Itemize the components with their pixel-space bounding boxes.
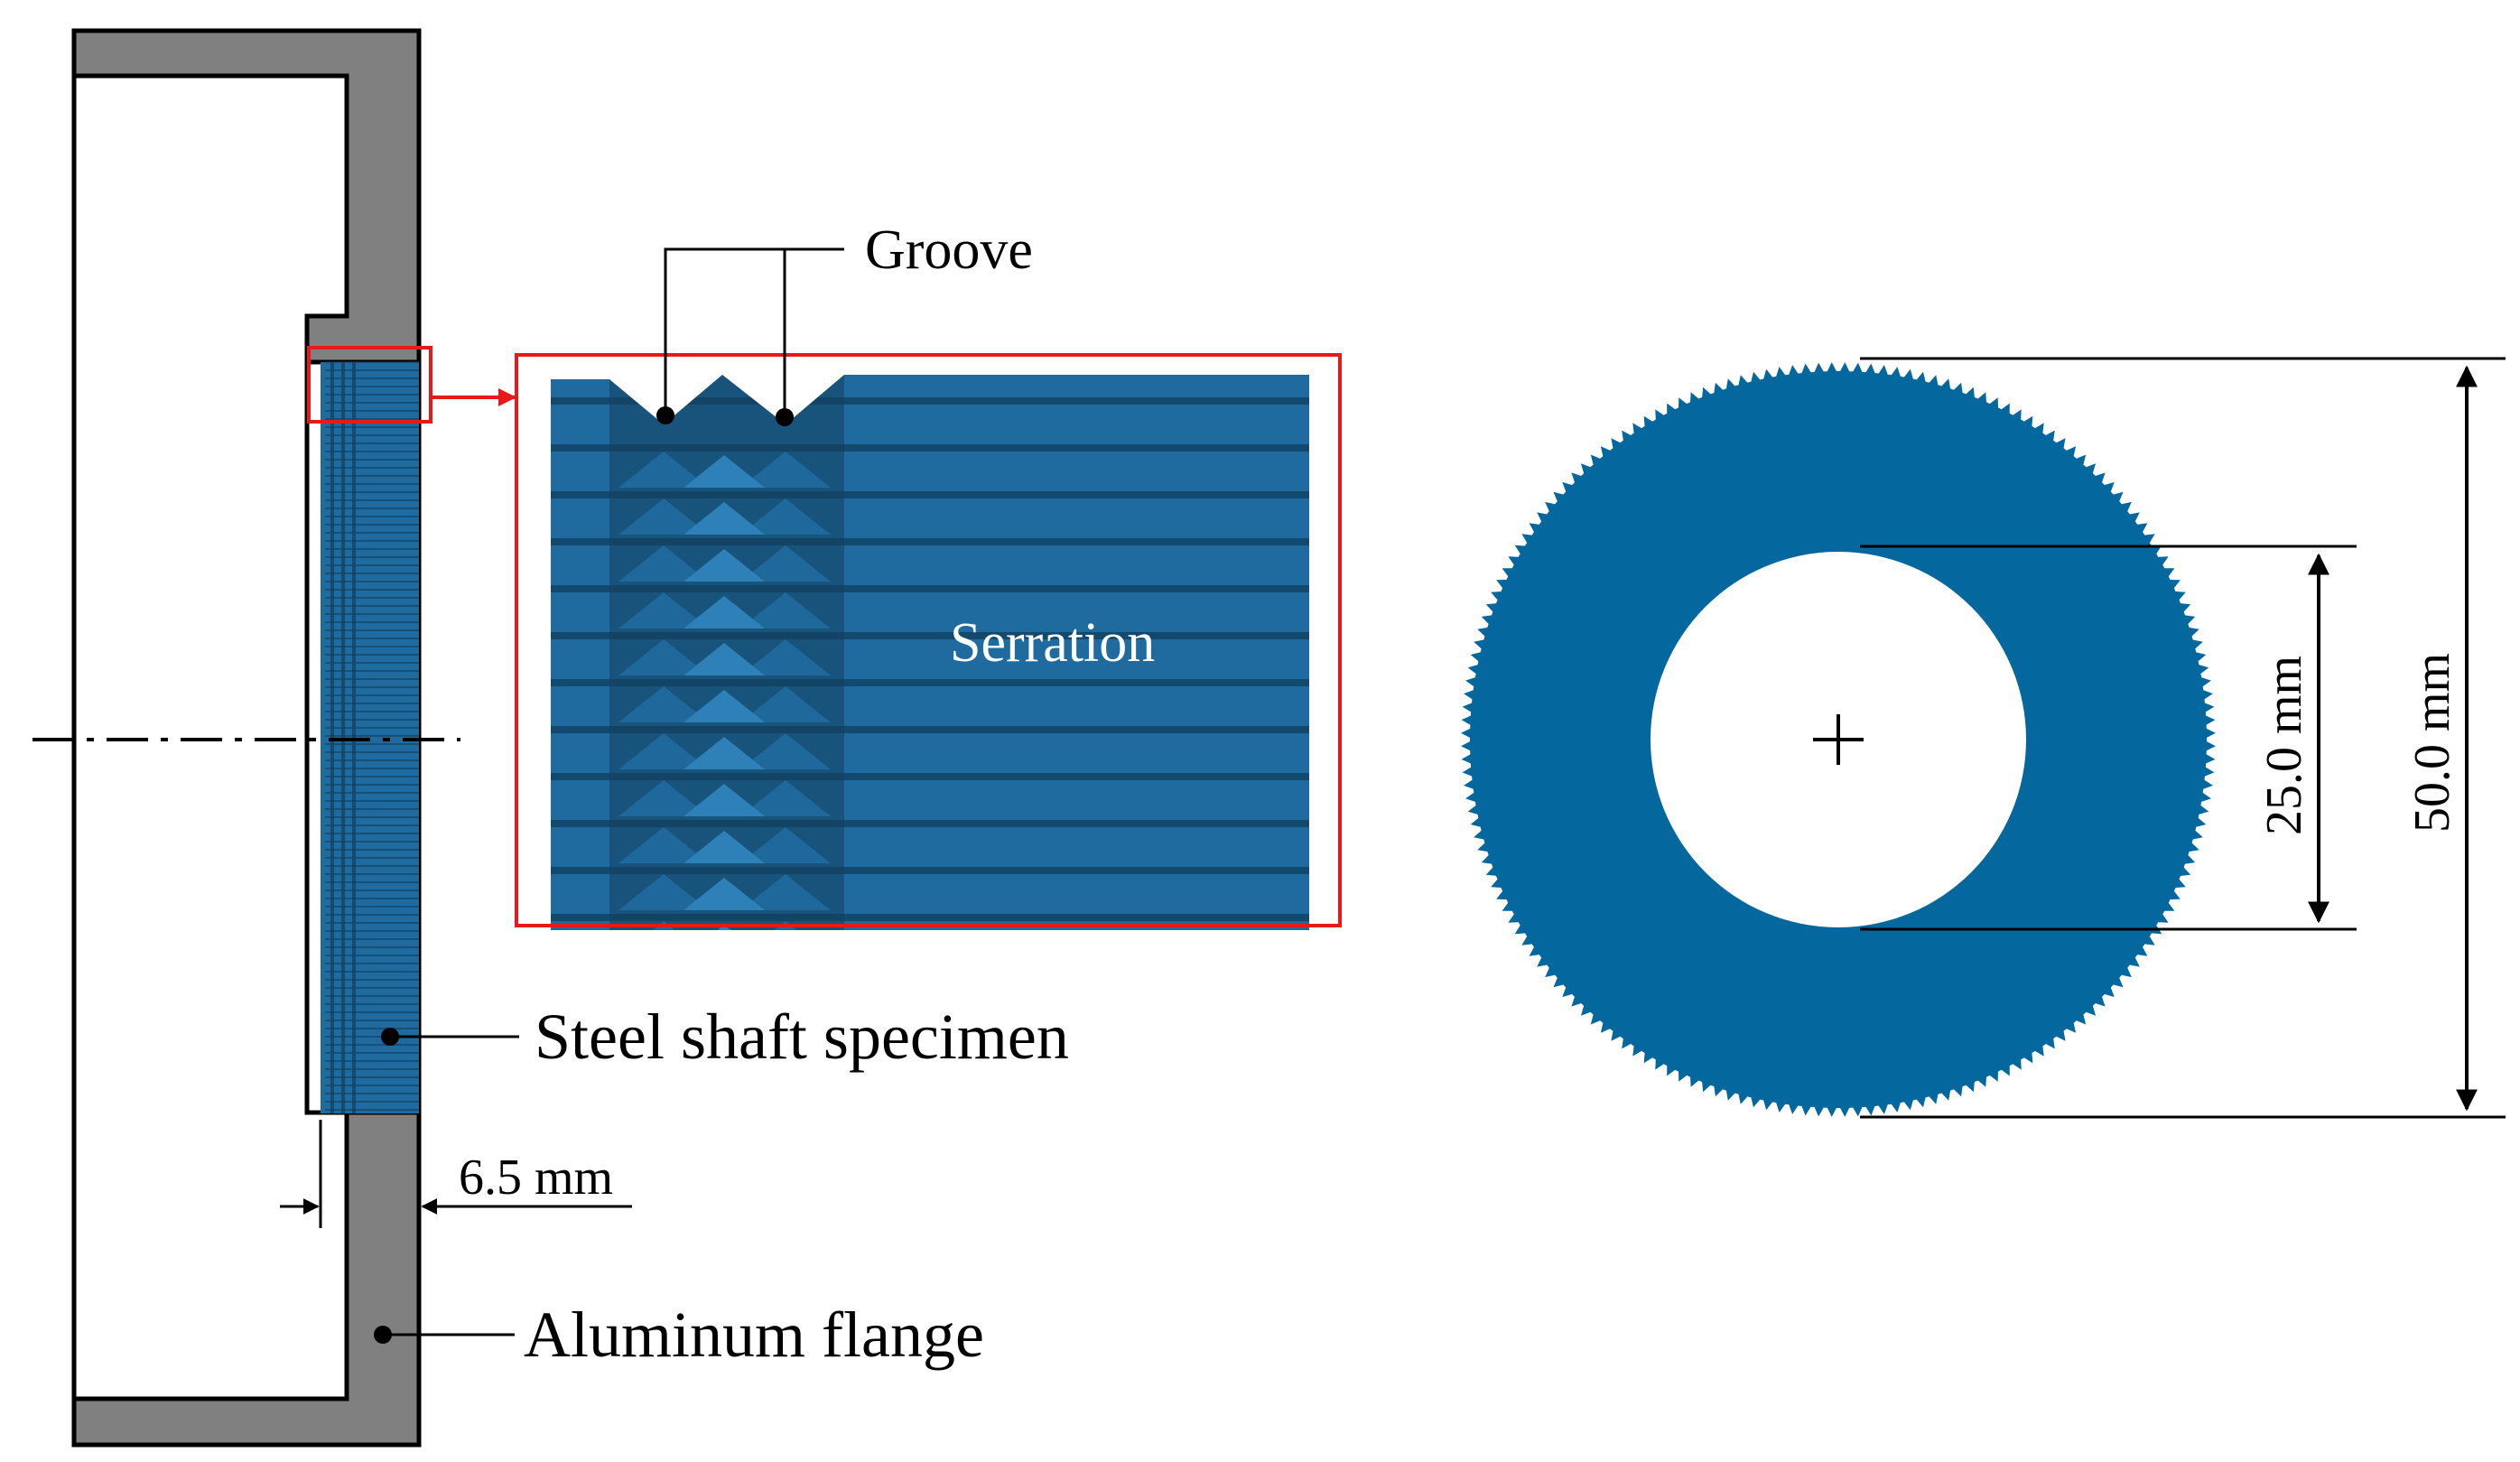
serration-tooth: [683, 784, 765, 816]
serration-tooth: [618, 592, 709, 629]
serration-tooth: [740, 639, 831, 675]
serration-tooth: [683, 502, 765, 535]
serration-band: [551, 632, 1309, 639]
serration-band: [551, 538, 1309, 545]
aluminum-flange-leader: Aluminum flange: [374, 1299, 984, 1371]
serration-tooth: [618, 452, 709, 488]
serration-band: [551, 679, 1309, 686]
serration-detail: Serration Groove: [515, 219, 1342, 930]
serration-tooth: [618, 639, 709, 675]
serration-band: [551, 585, 1309, 592]
serration-tooth: [618, 874, 709, 910]
ring-front-view: 25.0 mm 50.0 mm: [1461, 357, 2506, 1119]
serration-tooth: [683, 455, 765, 488]
cross-section: 6.5 mm Steel shaft specimen Aluminum fla…: [33, 28, 1069, 1448]
serration-tooth: [683, 643, 765, 675]
plus-icon: [1813, 714, 1864, 765]
serration-tooth: [683, 596, 765, 629]
serration-tooth: [740, 686, 831, 722]
serration-tooth: [618, 545, 709, 582]
serration-band: [551, 444, 1309, 452]
serration-tooth: [618, 686, 709, 722]
serration-band: [551, 914, 1309, 921]
outer-diameter-dimension: 50.0 mm: [1860, 357, 2506, 1119]
detail-frame: [515, 353, 1342, 927]
serration-tooth: [683, 831, 765, 863]
groove-label: Groove: [865, 219, 1033, 281]
inner-diameter-label: 25.0 mm: [2256, 656, 2312, 835]
groove-leader: Groove: [656, 219, 1033, 426]
thickness-label: 6.5 mm: [459, 1150, 613, 1206]
serration-tooth: [618, 498, 709, 535]
serration-label: Serration: [950, 612, 1155, 674]
serration-tooth: [683, 690, 765, 722]
serration-tooth: [683, 737, 765, 769]
serration-tooth: [740, 874, 831, 910]
outer-diameter-label: 50.0 mm: [2404, 653, 2460, 833]
serration-band: [551, 491, 1309, 498]
serration-band: [551, 397, 1309, 405]
serration-tooth: [740, 452, 831, 488]
inner-diameter-dimension: 25.0 mm: [1860, 545, 2357, 931]
serration-tooth: [740, 780, 831, 816]
detail-highlight-box: [307, 346, 432, 424]
serration-tooth: [683, 878, 765, 910]
serration-tooth: [740, 827, 831, 863]
aluminum-flange-label: Aluminum flange: [524, 1299, 984, 1371]
steel-shaft-label: Steel shaft specimen: [535, 1001, 1069, 1073]
serration-tooth: [618, 827, 709, 863]
serration-band: [551, 726, 1309, 733]
thickness-dimension: 6.5 mm: [280, 1120, 632, 1228]
serration-band: [551, 867, 1309, 874]
serration-band: [551, 820, 1309, 827]
serration-tooth: [683, 549, 765, 582]
serration-tooth: [740, 592, 831, 629]
serration-tooth: [740, 498, 831, 535]
steel-shaft-leader: Steel shaft specimen: [381, 1001, 1069, 1073]
serration-tooth: [740, 733, 831, 769]
serration-band: [551, 773, 1309, 780]
flange-inner-outline: [74, 73, 349, 1401]
serration-tooth: [618, 780, 709, 816]
serration-tooth: [740, 545, 831, 582]
serration-tooth: [618, 733, 709, 769]
